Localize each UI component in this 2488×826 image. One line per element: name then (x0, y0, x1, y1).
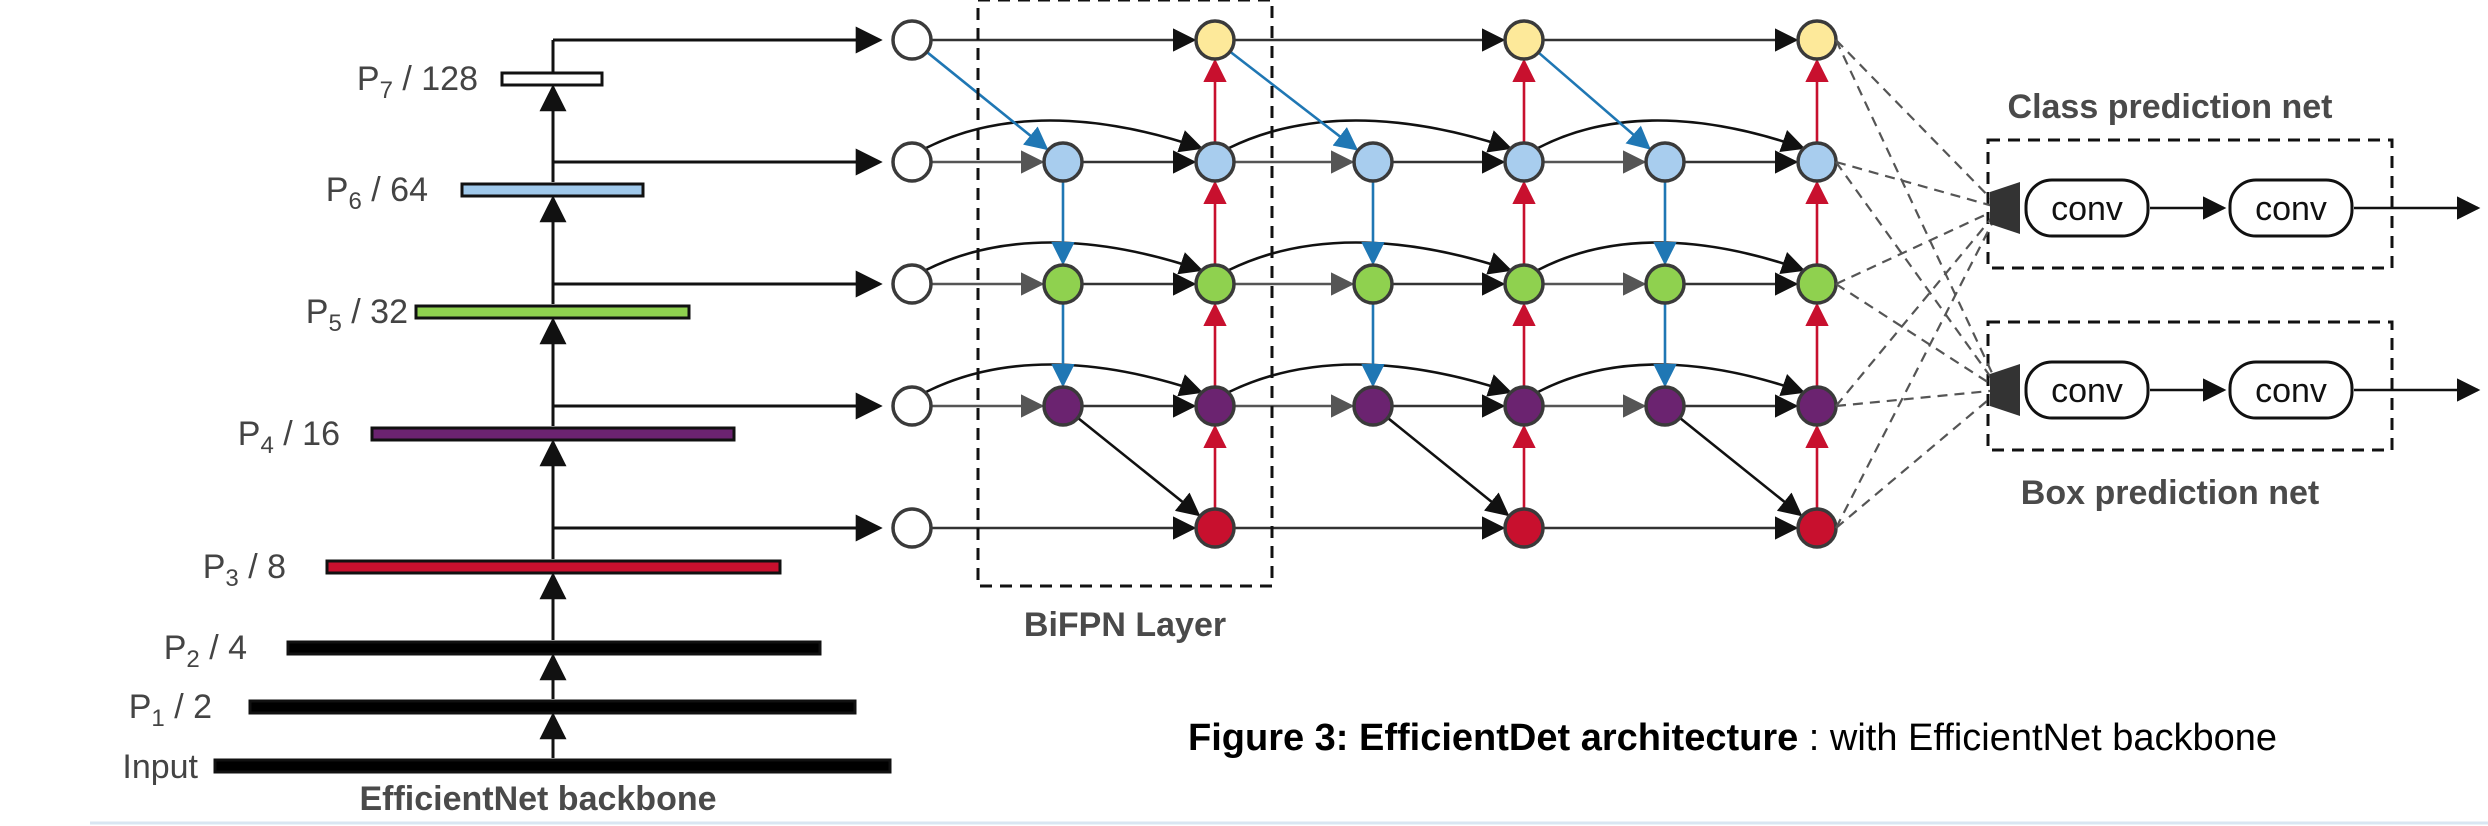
prediction-heads: conv conv conv conv (1835, 39, 2481, 529)
head-fan-line (1835, 283, 2001, 391)
head-fan-line (1835, 39, 2001, 209)
out-node-p5 (1194, 263, 1236, 305)
efficientnet-backbone: Input P1 / 2 P2 / 4 P3 / 8 P4 / 16 P5 / 32 P6 … (122, 26, 892, 786)
class-net-title: Class prediction net (2008, 88, 2333, 126)
box-merge-shape (1990, 364, 2020, 416)
backbone-label-p3: P3 / 8 (203, 548, 286, 592)
head-fan-line (1835, 161, 2001, 391)
box-net-title: Box prediction net (2021, 474, 2319, 512)
out-node-p4 (1503, 385, 1545, 427)
out-node-p7 (1194, 19, 1236, 61)
box-conv-1-label: conv (2051, 372, 2123, 410)
td-node-p6 (1352, 141, 1394, 183)
backbone-bar-p5 (414, 304, 691, 320)
input-node-p3 (891, 507, 933, 549)
box-conv-1 (2024, 360, 2150, 420)
edge-td-to-p3 (1386, 416, 1510, 517)
td-node-p5 (1352, 263, 1394, 305)
bifpn-edges (925, 28, 1829, 540)
edge-td-to-p3 (1679, 416, 1803, 517)
input-node-p5 (891, 263, 933, 305)
head-fan-line (1835, 207, 2001, 285)
head-fan-line (1835, 207, 2001, 529)
out-node-p5 (1503, 263, 1545, 305)
edge-top-down (1537, 51, 1651, 150)
out-node-p3 (1796, 507, 1838, 549)
edge-skip-curve (925, 119, 1204, 153)
backbone-bar-p2 (286, 640, 822, 656)
head-fan-line (1835, 388, 2001, 408)
backbone-label-input: Input (122, 748, 198, 786)
backbone-label-p2: P2 / 4 (164, 629, 247, 673)
caption-rest: : with EfficientNet backbone (1798, 717, 2277, 759)
backbone-bar-input (213, 758, 892, 774)
out-node-p7 (1503, 19, 1545, 61)
head-fan-line (1835, 207, 2001, 407)
head-fan-line (1835, 39, 2001, 391)
class-conv-2 (2228, 178, 2354, 238)
edge-skip-curve (1228, 119, 1513, 153)
class-merge-shape (1990, 182, 2020, 234)
backbone-label-p7: P7 / 128 (357, 60, 478, 104)
out-node-p3 (1503, 507, 1545, 549)
backbone-bar-p7 (500, 71, 604, 87)
out-node-p6 (1194, 141, 1236, 183)
backbone-bar-p3 (325, 559, 782, 575)
backbone-bar-p4 (370, 426, 736, 442)
head-fan-line (1835, 160, 2001, 210)
backbone-bar-p1 (248, 699, 857, 715)
td-node-p5 (1042, 263, 1084, 305)
backbone-bar-p6 (460, 182, 645, 198)
out-node-p7 (1796, 19, 1838, 61)
out-node-p4 (1194, 385, 1236, 427)
box-conv-2-label: conv (2255, 372, 2327, 410)
input-node-p7 (891, 19, 933, 61)
edge-top-down (1229, 50, 1359, 151)
edge-skip-curve (1537, 119, 1806, 153)
out-node-p6 (1503, 141, 1545, 183)
out-node-p6 (1796, 141, 1838, 183)
backbone-label-p4: P4 / 16 (238, 415, 340, 459)
backbone-label-p6: P6 / 64 (326, 171, 428, 215)
backbone-label-p5: P5 / 32 (306, 293, 408, 337)
bifpn-layer-box (976, 0, 1274, 588)
td-node-p4 (1644, 385, 1686, 427)
td-node-p4 (1352, 385, 1394, 427)
td-node-p5 (1644, 263, 1686, 305)
bifpn-nodes (891, 19, 1838, 549)
caption-bold: Figure 3: EfficientDet architecture (1188, 717, 1798, 759)
out-node-p3 (1194, 507, 1236, 549)
figure-caption: Figure 3: EfficientDet architecture : wi… (1188, 717, 2277, 759)
box-net-box (1986, 320, 2394, 452)
bifpn-layer-label: BiFPN Layer (1024, 606, 1226, 644)
edge-td-to-p3 (1077, 416, 1201, 517)
backbone-label-p1: P1 / 2 (129, 688, 212, 732)
input-node-p4 (891, 385, 933, 427)
td-node-p4 (1042, 385, 1084, 427)
head-fan-line (1835, 389, 2001, 529)
class-conv-1-label: conv (2051, 190, 2123, 228)
class-conv-2-label: conv (2255, 190, 2327, 228)
backbone-title: EfficientNet backbone (359, 780, 716, 818)
td-node-p6 (1042, 141, 1084, 183)
td-node-p6 (1644, 141, 1686, 183)
box-conv-2 (2228, 360, 2354, 420)
out-node-p5 (1796, 263, 1838, 305)
class-conv-1 (2024, 178, 2150, 238)
edge-top-down (925, 50, 1049, 151)
input-node-p6 (891, 141, 933, 183)
out-node-p4 (1796, 385, 1838, 427)
